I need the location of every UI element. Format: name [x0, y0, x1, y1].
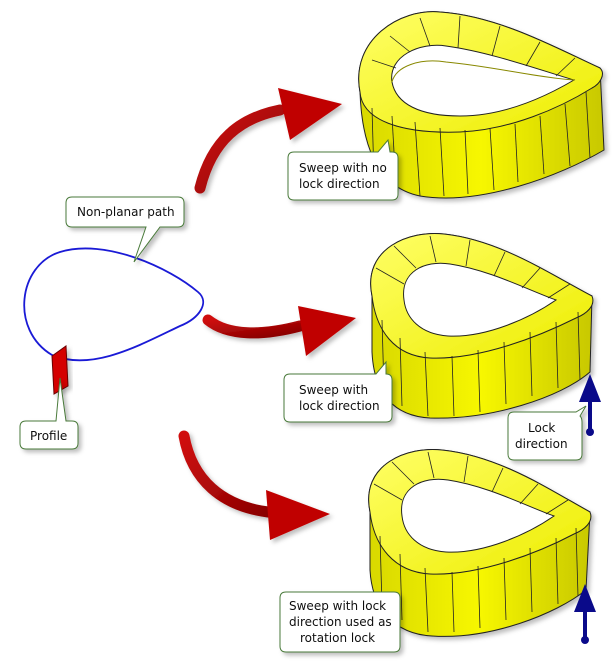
callout-profile: Profile [19, 377, 79, 450]
arrow-to-sweep-rotation [178, 430, 330, 540]
sweep-rotation-lock-solid [368, 448, 592, 637]
callout-sweep-lock: Sweep with lock direction [283, 360, 393, 423]
sweep-rotation-label-line3: rotation lock [300, 631, 375, 645]
sweep-lock-solid [370, 232, 594, 419]
sweep-no-lock-label-line2: lock direction [299, 177, 380, 191]
non-planar-path-curve [23, 247, 204, 362]
sweep-no-lock-label-line1: Sweep with no [299, 161, 387, 175]
lock-direction-label-line2: direction [515, 437, 568, 451]
sweep-rotation-label-line2: direction used as [289, 615, 392, 629]
non-planar-path-label: Non-planar path [77, 205, 175, 219]
callout-non-planar-path: Non-planar path [65, 196, 185, 263]
sweep-rotation-label-line1: Sweep with lock [289, 599, 386, 613]
lock-direction-arrow-1 [579, 374, 601, 436]
lock-direction-arrow-2 [574, 584, 596, 644]
callout-sweep-rotation-lock: Sweep with lock direction used as rotati… [279, 591, 401, 653]
sweep-no-lock-solid [358, 11, 605, 199]
callout-lock-direction: Lock direction [507, 405, 587, 461]
callout-sweep-no-lock: Sweep with no lock direction [287, 138, 399, 201]
profile-label: Profile [30, 429, 67, 443]
arrow-to-sweep-lock [202, 306, 356, 356]
lock-direction-label-line1: Lock [528, 421, 555, 435]
sweep-lock-label-line2: lock direction [299, 399, 380, 413]
sweep-lock-label-line1: Sweep with [299, 383, 368, 397]
profile-shape [51, 345, 69, 395]
arrow-to-sweep-no-lock [194, 88, 342, 194]
